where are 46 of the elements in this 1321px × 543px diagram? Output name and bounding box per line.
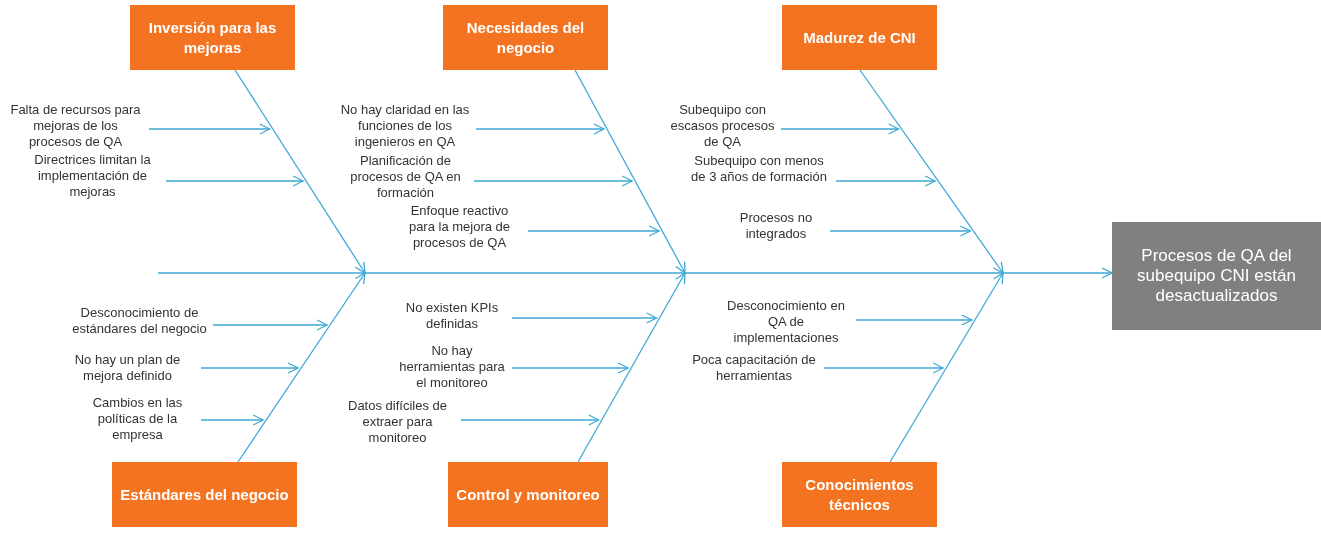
cause-text: Falta de recursos para mejoras de los procesos de QA (8, 102, 143, 150)
arrow (460, 414, 600, 426)
arrow (511, 362, 629, 374)
category-box: Necesidades del negocio (443, 5, 608, 70)
arrow (165, 175, 304, 187)
category-box: Estándares del negocio (112, 462, 297, 527)
cause-text: No existen KPIs definidas (398, 300, 506, 332)
cause-text: No hay un plan de mejora definido (60, 352, 195, 384)
arrow (234, 69, 366, 274)
arrow (148, 123, 271, 135)
arrow (780, 123, 900, 135)
category-box: Conocimientos técnicos (782, 462, 937, 527)
arrow (835, 175, 936, 187)
arrow (829, 225, 972, 237)
arrow (237, 272, 366, 463)
category-box: Madurez de CNI (782, 5, 937, 70)
arrow (200, 362, 299, 374)
cause-text: No hay claridad en las funciones de los ingenieros en QA (340, 102, 470, 150)
arrow (889, 272, 1004, 463)
arrow (473, 175, 633, 187)
cause-text: Cambios en las políticas de la empresa (80, 395, 195, 443)
cause-text: Enfoque reactivo para la mejora de procesos de QA (397, 203, 522, 251)
arrow (200, 414, 264, 426)
cause-text: Desconocimiento de estándares del negocio (72, 305, 207, 337)
cause-text: Subequipo con menos de 3 años de formación (688, 153, 830, 185)
arrow (859, 69, 1004, 274)
cause-text: Datos difíciles de extraer para monitoreo (340, 398, 455, 446)
arrow (157, 267, 1113, 279)
effect-box: Procesos de QA del subequipo CNI están desactualizados (1112, 222, 1321, 330)
arrow (527, 225, 660, 237)
cause-text: Poca capacitación de herramientas (690, 352, 818, 384)
cause-text: Directrices limitan la implementación de mejoras (25, 152, 160, 200)
arrow (511, 312, 658, 324)
arrow (855, 314, 973, 326)
cause-text: No hay herramientas para el monitoreo (398, 343, 506, 391)
cause-text: Desconocimiento en QA de implementaciones (722, 298, 850, 346)
arrow (577, 272, 686, 463)
arrow (475, 123, 605, 135)
arrow (574, 69, 686, 274)
arrow (823, 362, 944, 374)
cause-text: Planificación de procesos de QA en formación (343, 153, 468, 201)
cause-text: Subequipo con escasos procesos de QA (670, 102, 775, 150)
arrow (212, 319, 328, 331)
category-box: Control y monitoreo (448, 462, 608, 527)
category-box: Inversión para las mejoras (130, 5, 295, 70)
cause-text: Procesos no integrados (728, 210, 824, 242)
